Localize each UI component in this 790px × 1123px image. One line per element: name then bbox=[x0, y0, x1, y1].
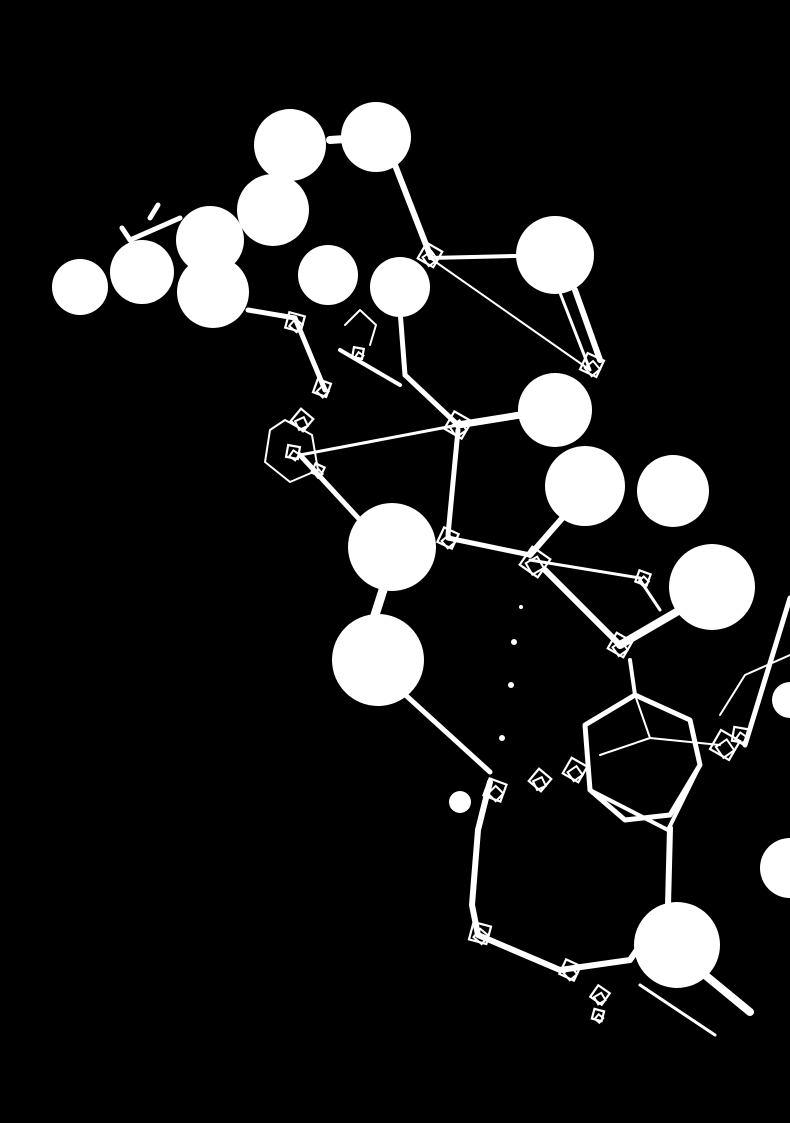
hydrogen-marker bbox=[592, 991, 607, 1006]
bond bbox=[628, 658, 637, 697]
atom bbox=[110, 240, 174, 304]
ring-bond bbox=[344, 309, 377, 346]
ring-bond bbox=[588, 763, 702, 832]
hydrogen-marker bbox=[611, 639, 629, 658]
atom bbox=[669, 544, 755, 630]
dot bbox=[511, 639, 517, 645]
atom bbox=[772, 682, 790, 718]
bond bbox=[119, 225, 133, 243]
hydrogen-marker bbox=[714, 738, 736, 760]
hydrogen-marker bbox=[287, 448, 301, 462]
hydrogen-marker bbox=[734, 731, 749, 746]
ring-bond bbox=[649, 737, 721, 746]
hydrogen-marker bbox=[562, 965, 579, 982]
atom bbox=[52, 259, 108, 315]
bond bbox=[297, 452, 363, 523]
atom bbox=[518, 373, 592, 447]
atom bbox=[348, 503, 436, 591]
hydrogen-marker bbox=[593, 1012, 605, 1025]
bond bbox=[147, 202, 161, 221]
hydrogen-marker bbox=[287, 317, 305, 334]
hydrogen-marker bbox=[353, 350, 365, 362]
atom bbox=[516, 216, 594, 294]
bond bbox=[701, 971, 754, 1016]
atom bbox=[176, 206, 244, 274]
atoms-layer bbox=[52, 102, 790, 988]
bond bbox=[397, 687, 493, 775]
atom bbox=[237, 174, 309, 246]
hydrogen-marker bbox=[440, 533, 457, 550]
atom bbox=[449, 791, 471, 813]
atom bbox=[177, 256, 249, 328]
bond bbox=[429, 257, 591, 371]
dot bbox=[519, 605, 523, 609]
bond bbox=[397, 307, 408, 378]
atom bbox=[341, 102, 411, 172]
ring-bond bbox=[719, 654, 790, 716]
bond bbox=[127, 215, 183, 243]
dot bbox=[499, 735, 505, 741]
bond bbox=[553, 278, 592, 372]
bond bbox=[338, 348, 402, 387]
dots-layer bbox=[499, 605, 523, 741]
bond bbox=[298, 423, 460, 457]
bond bbox=[402, 372, 461, 428]
hydrogen-marker bbox=[637, 575, 651, 589]
hydrogen-marker bbox=[583, 359, 602, 378]
atom bbox=[332, 614, 424, 706]
atom bbox=[254, 109, 326, 181]
hydrogen-marker bbox=[531, 775, 548, 792]
atom bbox=[634, 902, 720, 988]
hydrogen-marker bbox=[524, 555, 546, 576]
hydrogen-marker bbox=[566, 764, 584, 783]
atom bbox=[760, 838, 790, 898]
rings-layer bbox=[264, 309, 790, 973]
atom bbox=[370, 257, 430, 317]
bond bbox=[542, 567, 623, 648]
atom bbox=[298, 245, 358, 305]
bond bbox=[445, 535, 533, 558]
hydrogen-marker bbox=[471, 927, 491, 946]
bond bbox=[572, 287, 603, 363]
bond bbox=[665, 825, 673, 908]
ring-bond bbox=[469, 779, 671, 973]
bond bbox=[638, 983, 717, 1037]
bond bbox=[742, 595, 790, 748]
hydrogen-marker bbox=[293, 415, 310, 432]
hydrogen-marker bbox=[448, 418, 468, 439]
hydrogen-marker bbox=[315, 384, 331, 399]
bond bbox=[370, 585, 388, 620]
hydrogen-marker bbox=[486, 784, 505, 803]
dot bbox=[508, 682, 514, 688]
small-rings-layer bbox=[283, 241, 750, 1025]
atom bbox=[545, 446, 625, 526]
bond bbox=[392, 162, 433, 258]
bond bbox=[445, 427, 461, 538]
bond bbox=[454, 411, 524, 429]
atom bbox=[637, 455, 709, 527]
hydrogen-marker bbox=[421, 249, 439, 268]
hydrogen-marker bbox=[312, 467, 325, 480]
